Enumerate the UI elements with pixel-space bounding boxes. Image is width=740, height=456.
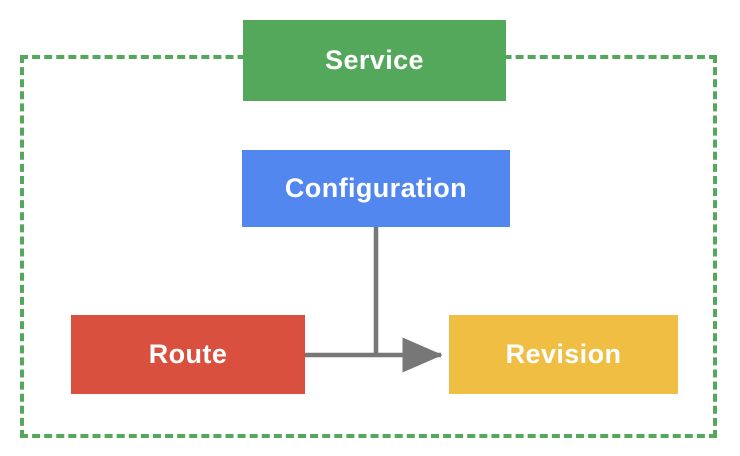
node-revision[interactable]: Revision: [449, 315, 678, 394]
node-route[interactable]: Route: [71, 315, 305, 394]
node-service[interactable]: Service: [243, 20, 506, 101]
node-configuration[interactable]: Configuration: [242, 150, 510, 227]
